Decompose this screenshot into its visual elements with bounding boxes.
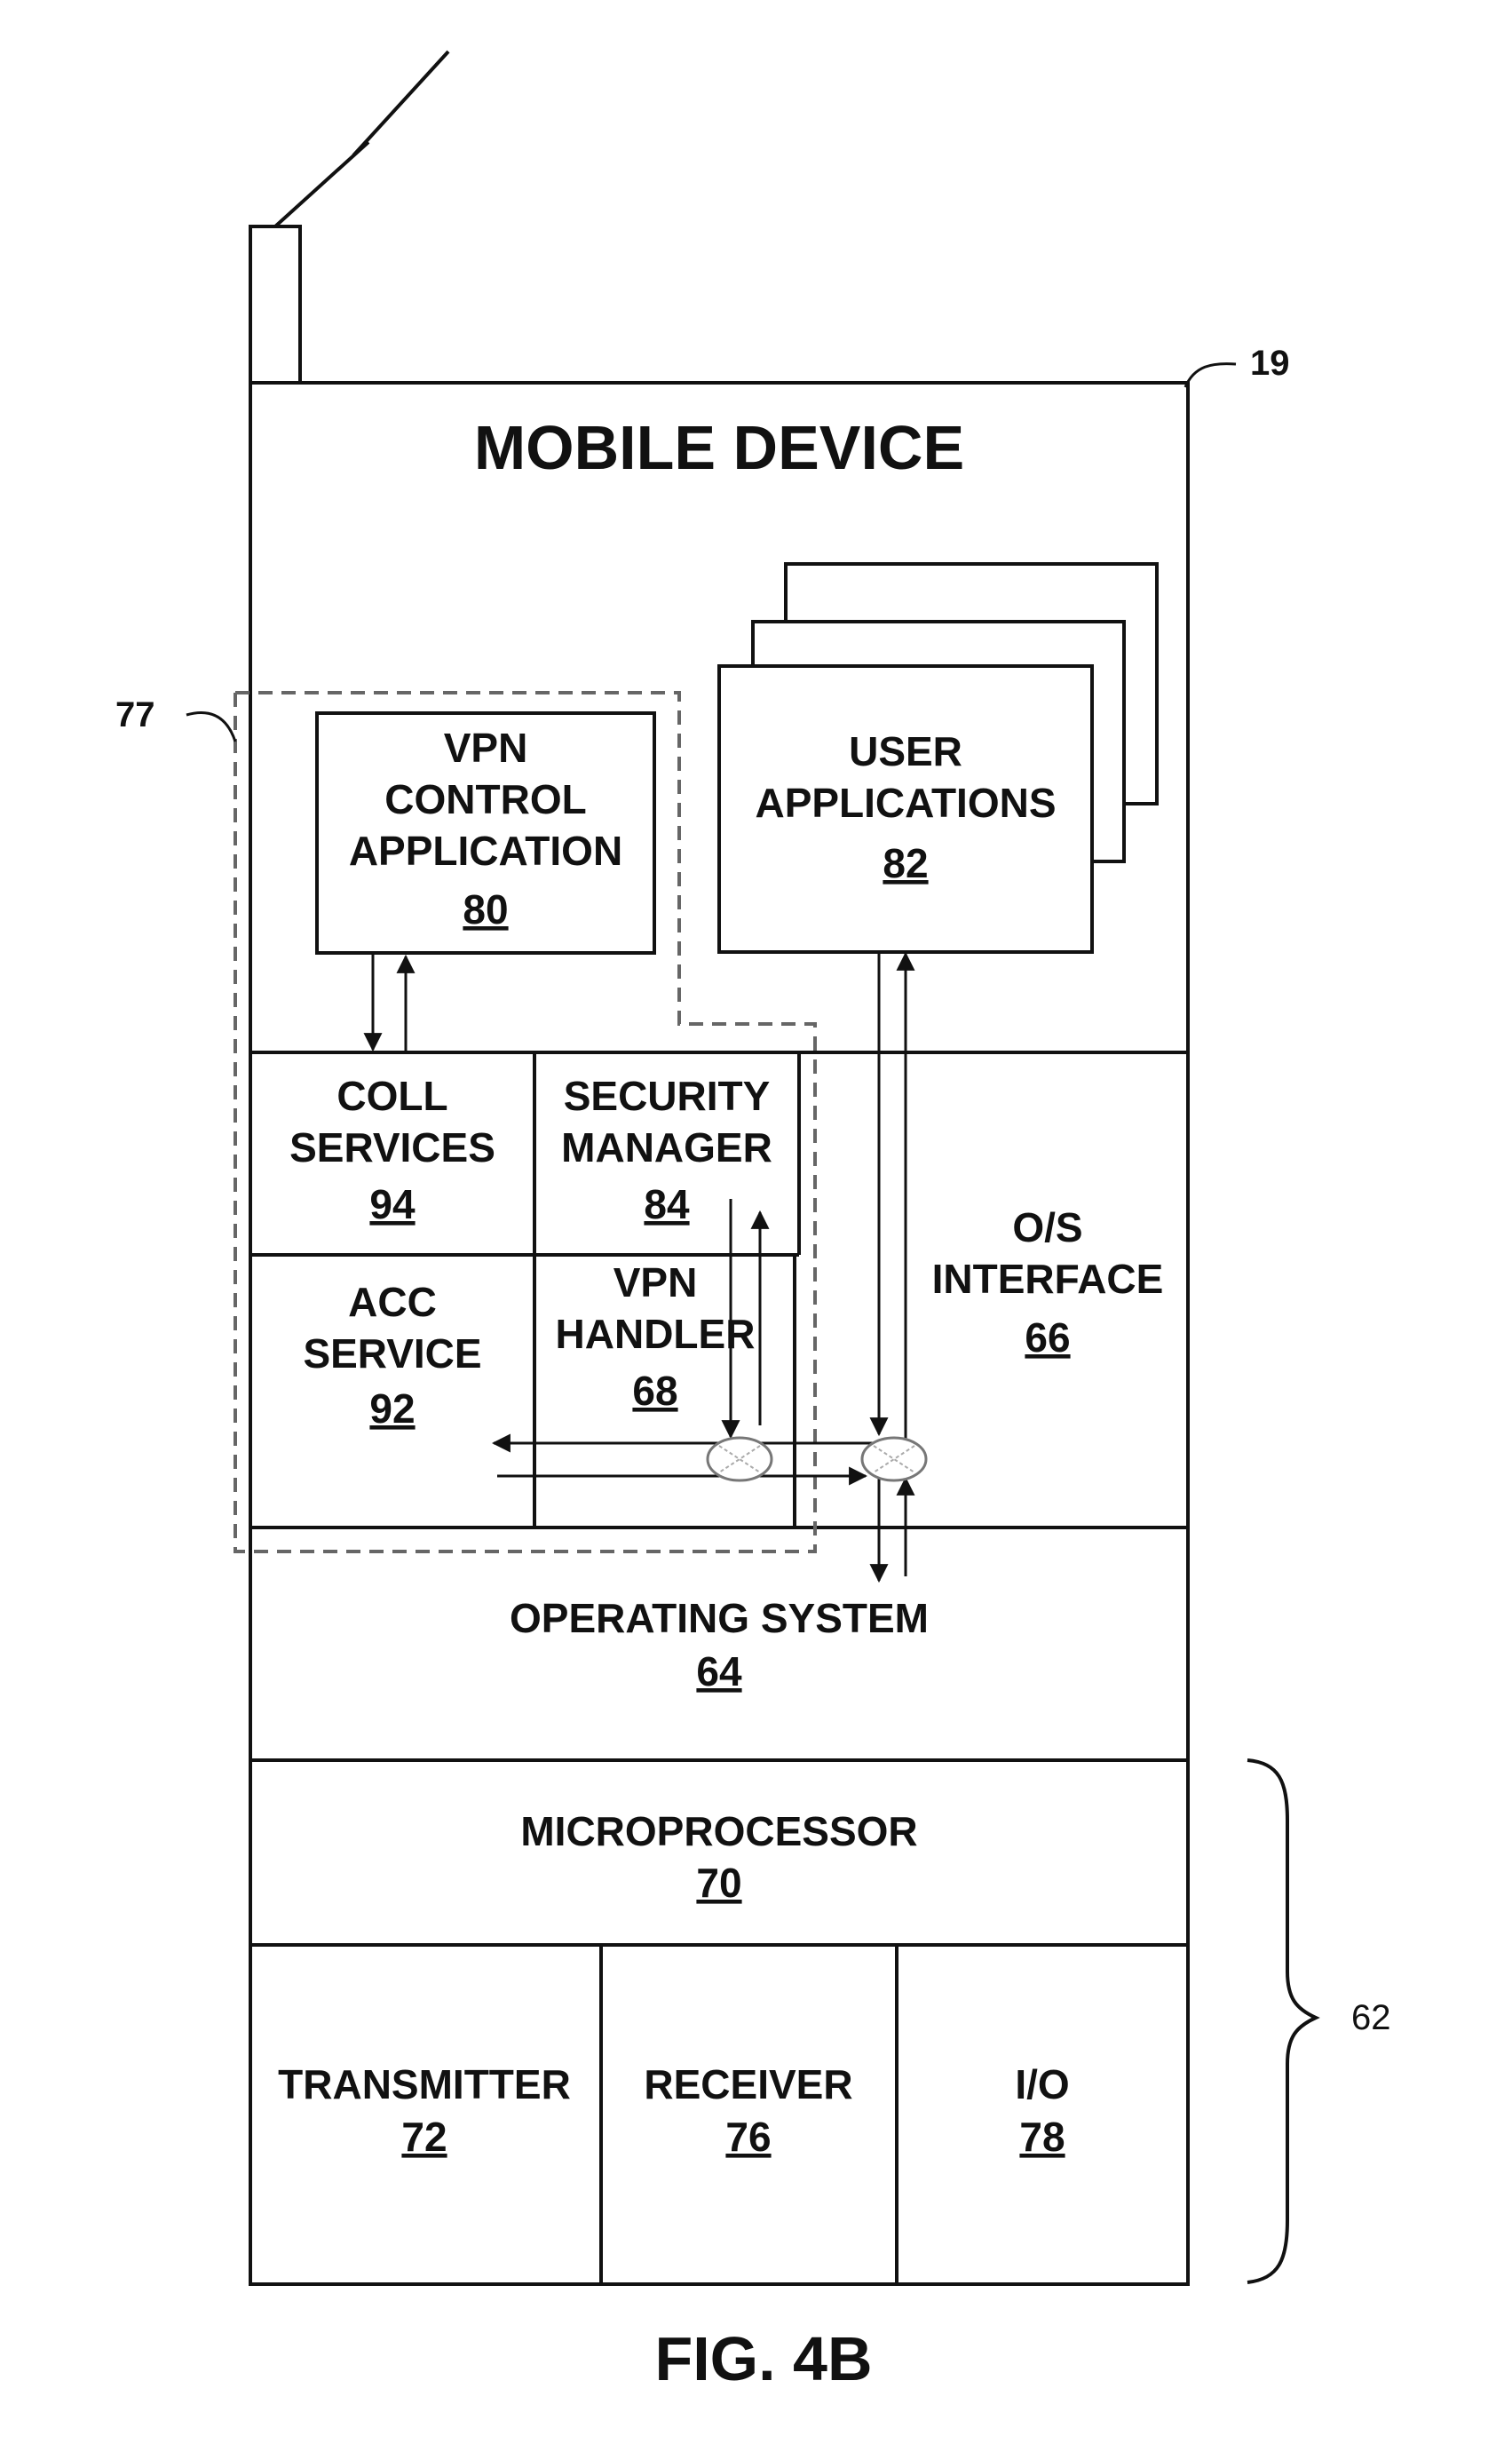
wireless-signal-icon	[275, 52, 448, 226]
user-applications-ref: 82	[883, 840, 928, 886]
ref-19: 19	[1250, 344, 1290, 383]
operating-system-ref: 64	[696, 1648, 742, 1694]
device-title: MOBILE DEVICE	[474, 413, 964, 482]
vpn-handler-junction-icon	[708, 1438, 772, 1480]
vpn-control-ref: 80	[463, 886, 508, 932]
acc-service-line-2: SERVICE	[303, 1330, 481, 1377]
io-label: I/O	[1015, 2061, 1069, 2107]
vpn-handler-line-1: VPN	[614, 1259, 698, 1305]
microprocessor-label: MICROPROCESSOR	[520, 1808, 917, 1854]
os-interface-line-1: O/S	[1012, 1204, 1082, 1250]
coll-services-ref: 94	[369, 1181, 416, 1227]
transmitter-ref: 72	[401, 2114, 447, 2160]
coll-services-line-1: COLL	[336, 1073, 447, 1119]
antenna-icon	[250, 226, 300, 383]
ref-77-leader	[186, 713, 235, 742]
os-interface-junction-icon	[862, 1438, 926, 1480]
security-manager-line-1: SECURITY	[564, 1073, 771, 1119]
ref-19-leader	[1185, 364, 1236, 387]
user-applications-line-2: APPLICATIONS	[755, 780, 1056, 826]
ref-62: 62	[1351, 1998, 1391, 2037]
operating-system-label: OPERATING SYSTEM	[510, 1595, 929, 1641]
hardware-brace-icon	[1247, 1760, 1316, 2282]
security-manager-ref: 84	[644, 1181, 690, 1227]
vpn-control-line-3: APPLICATION	[349, 828, 622, 874]
vpn-handler-ref: 68	[632, 1368, 677, 1414]
vpn-control-line-2: CONTROL	[384, 776, 586, 822]
vpn-handler-line-2: HANDLER	[556, 1311, 756, 1357]
security-manager-line-2: MANAGER	[561, 1124, 772, 1170]
os-interface-line-2: INTERFACE	[932, 1256, 1164, 1302]
ref-77: 77	[115, 695, 155, 734]
io-ref: 78	[1019, 2114, 1065, 2160]
acc-service-ref: 92	[369, 1385, 415, 1432]
os-interface-ref: 66	[1025, 1314, 1070, 1361]
transmitter-label: TRANSMITTER	[278, 2061, 571, 2107]
vpn-control-line-1: VPN	[444, 725, 528, 771]
user-applications-line-1: USER	[849, 728, 962, 774]
acc-service-line-1: ACC	[348, 1279, 437, 1325]
figure-caption: FIG. 4B	[654, 2324, 872, 2393]
microprocessor-ref: 70	[696, 1860, 741, 1906]
receiver-ref: 76	[725, 2114, 771, 2160]
receiver-label: RECEIVER	[644, 2061, 852, 2107]
coll-services-line-2: SERVICES	[289, 1124, 495, 1170]
